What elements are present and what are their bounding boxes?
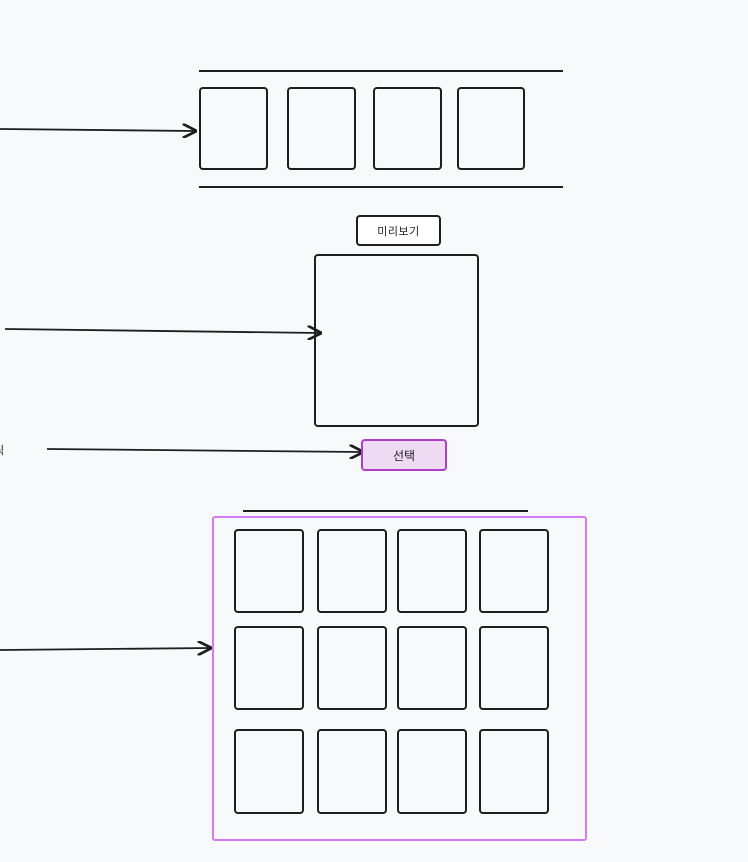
clipped-left-label: 릭 [0,442,4,458]
grid-cell[interactable] [317,626,387,710]
select-button[interactable]: 선택 [361,439,447,471]
preview-panel [314,254,479,427]
grid-cell[interactable] [479,729,549,814]
grid-cell[interactable] [234,729,304,814]
filmstrip-slot[interactable] [199,87,268,170]
grid-cell[interactable] [234,626,304,710]
filmstrip-top-rule [199,70,563,72]
grid-cell[interactable] [234,529,304,613]
grid-frame [212,516,587,841]
arrow-to-select-button [46,449,362,452]
grid-cell[interactable] [397,529,467,613]
grid-cell[interactable] [479,626,549,710]
filmstrip-bottom-rule [199,186,563,188]
filmstrip-slot[interactable] [287,87,356,170]
arrow-to-grid [0,648,210,650]
grid-cell[interactable] [317,729,387,814]
grid-cell[interactable] [479,529,549,613]
filmstrip-slot[interactable] [373,87,442,170]
arrow-to-filmstrip [0,129,195,131]
grid-top-rule [243,510,528,512]
grid-cell[interactable] [317,529,387,613]
arrow-to-preview [4,329,320,333]
grid-cell[interactable] [397,626,467,710]
grid-cell[interactable] [397,729,467,814]
filmstrip-slot[interactable] [457,87,525,170]
preview-label: 미리보기 [356,215,441,246]
